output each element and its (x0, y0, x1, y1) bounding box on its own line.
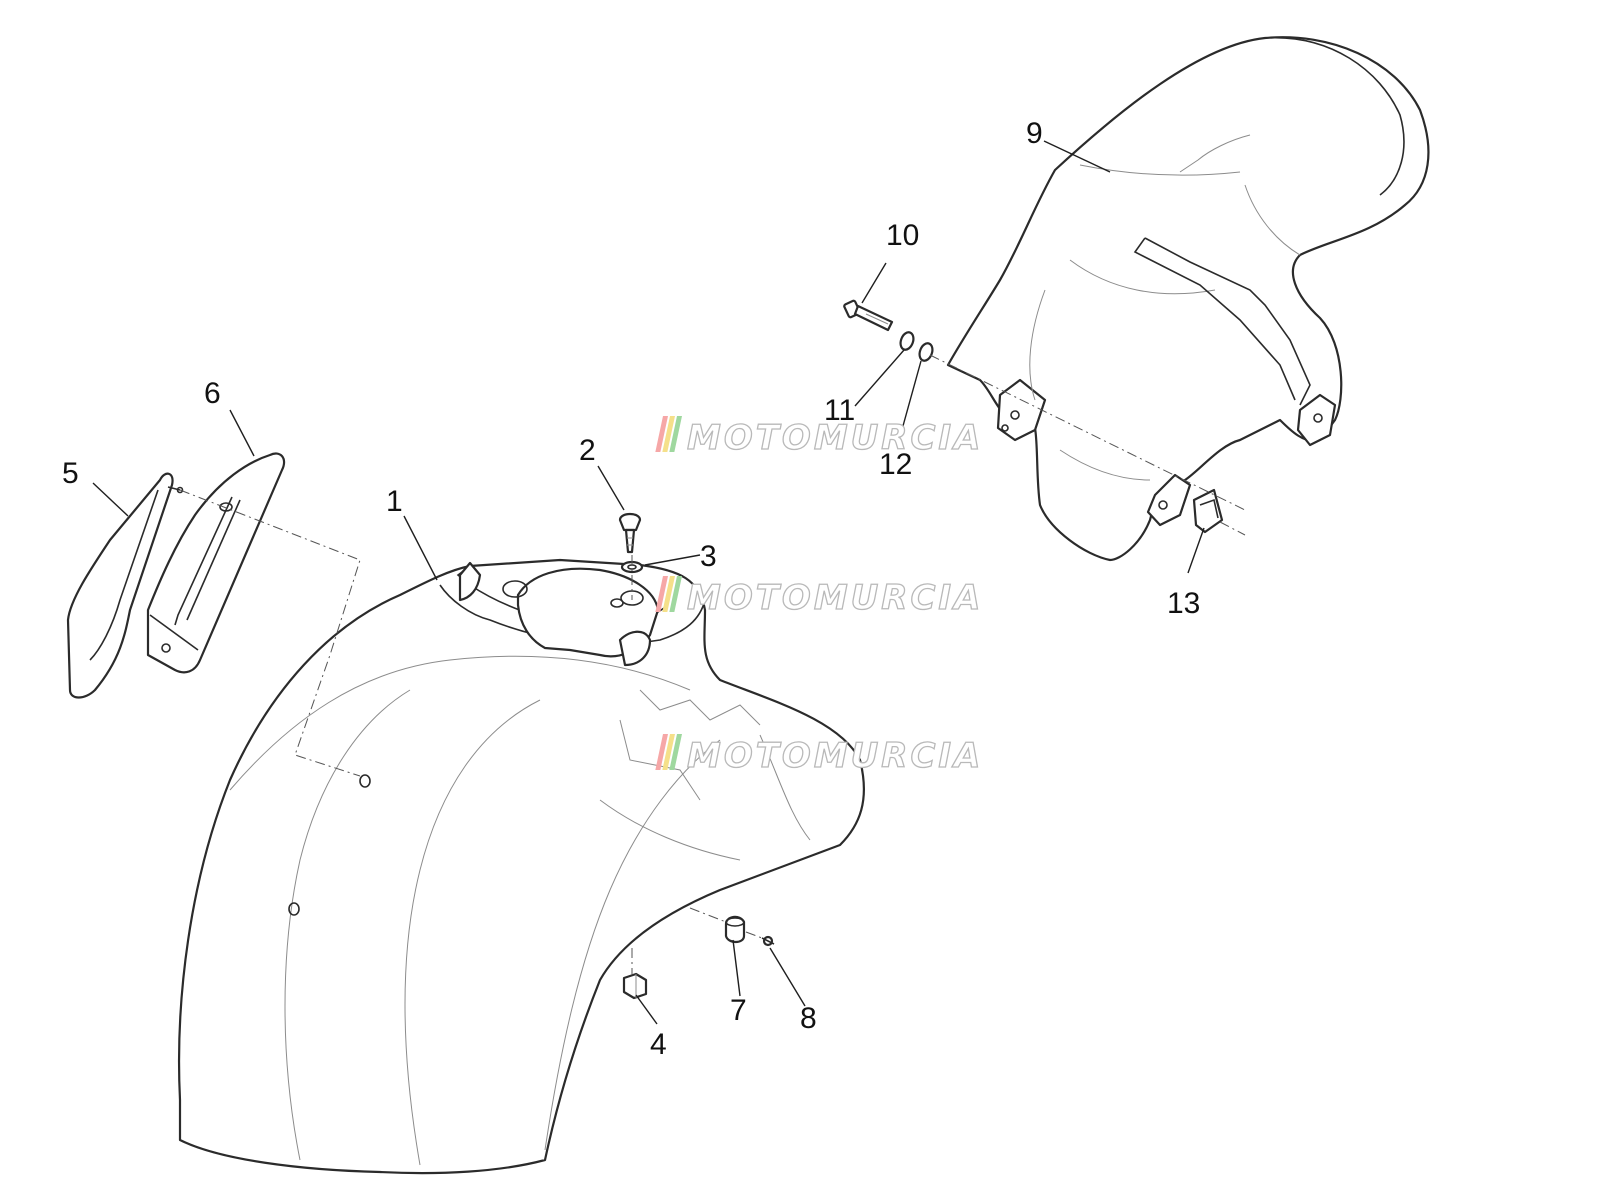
watermark-stripe-3 (669, 734, 682, 770)
watermark-bottom: MOTOMURCIA (655, 734, 983, 777)
watermark-stripe-2 (662, 576, 675, 612)
callout-2: 2 (579, 434, 596, 467)
watermark-stripe-3 (669, 576, 682, 612)
watermark-stripe-3 (669, 416, 682, 452)
assembly-lines (179, 354, 1246, 975)
callout-11: 11 (824, 394, 855, 427)
part-10-bolt (843, 299, 894, 332)
watermark-stripe-2 (662, 416, 675, 452)
part-2-screw (618, 512, 642, 554)
part-12-washer (918, 342, 934, 362)
part-9-rear-mudguard (946, 36, 1430, 562)
callout-7: 7 (730, 994, 747, 1027)
callout-12: 12 (879, 448, 912, 481)
leader-lines (92, 140, 1205, 1025)
part-1-front-mudguard (177, 558, 865, 1175)
part-4-nut (622, 972, 648, 1000)
callout-13: 13 (1167, 587, 1200, 620)
watermark-text: MOTOMURCIA (687, 418, 983, 458)
watermark-text: MOTOMURCIA (687, 736, 983, 776)
part-6-carrier (146, 452, 286, 674)
callout-8: 8 (800, 1002, 817, 1035)
watermark-stripe-2 (662, 734, 675, 770)
part-5-trim (66, 472, 184, 699)
callout-6: 6 (204, 377, 221, 410)
part-11-washer (899, 331, 915, 351)
callout-9: 9 (1026, 117, 1043, 150)
watermark-stripe-1 (655, 576, 668, 612)
callout-4: 4 (650, 1028, 667, 1061)
part-7-grommet (724, 915, 746, 944)
watermark-stripe-1 (655, 734, 668, 770)
watermark-middle: MOTOMURCIA (655, 576, 983, 619)
callout-1: 1 (386, 485, 403, 518)
callout-10: 10 (886, 219, 919, 252)
watermark-text: MOTOMURCIA (687, 578, 983, 618)
callout-5: 5 (62, 457, 79, 490)
part-8-screw (761, 935, 775, 947)
part-13-clip (1192, 488, 1224, 534)
callout-3: 3 (700, 540, 717, 573)
watermark-stripe-1 (655, 416, 668, 452)
callout-labels: 1 2 3 4 5 6 7 8 9 10 11 12 13 (62, 117, 1200, 1061)
watermark-top: MOTOMURCIA (655, 416, 983, 459)
